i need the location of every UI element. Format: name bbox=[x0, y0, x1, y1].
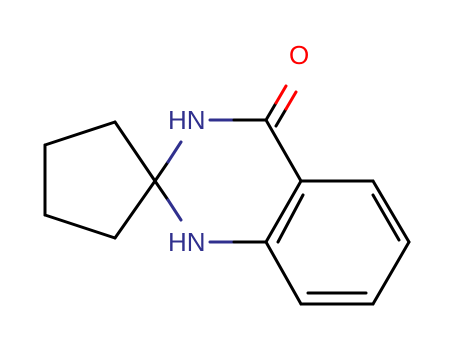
nitrogen-bonds bbox=[153, 118, 268, 244]
amide-nh-atom-label: HN bbox=[168, 105, 206, 135]
bond-carbonyl-c4a bbox=[264, 118, 303, 183]
bond-c5-c6-aromatic bbox=[371, 179, 411, 244]
oxygen-atom-label: O bbox=[289, 40, 309, 70]
carbonyl-double-bond-a-black bbox=[264, 101, 278, 122]
benzene-ring bbox=[264, 118, 411, 306]
bond-spiro-n2-black bbox=[153, 179, 170, 202]
amine-nh-atom-label: HN bbox=[168, 227, 206, 257]
inner-double-bond-c8a-c4a bbox=[276, 193, 305, 244]
carbonyl-double-bond-b-black bbox=[274, 107, 288, 128]
bond-spiro-n2-blue bbox=[166, 198, 183, 222]
carbonyl-double-bond-b-red bbox=[284, 90, 298, 111]
bond-c8a-c4a bbox=[264, 179, 303, 244]
bond-c8-c8a bbox=[264, 240, 303, 306]
bond-c9-c5 bbox=[113, 179, 157, 240]
bond-c6-c7-aromatic bbox=[371, 240, 411, 306]
bond-spiro-n1-black bbox=[153, 160, 170, 183]
cyclopentane-ring bbox=[43, 120, 157, 240]
inner-double-bond-c5-c6 bbox=[371, 193, 401, 242]
bond-c8-c9 bbox=[43, 213, 117, 240]
bond-spiro-n1-blue bbox=[166, 140, 183, 164]
bond-c6-c7 bbox=[43, 120, 117, 147]
carbonyl-double-bond-a-red bbox=[274, 84, 288, 105]
bond-c5-c6 bbox=[113, 120, 157, 183]
carbonyl-group bbox=[264, 84, 298, 128]
